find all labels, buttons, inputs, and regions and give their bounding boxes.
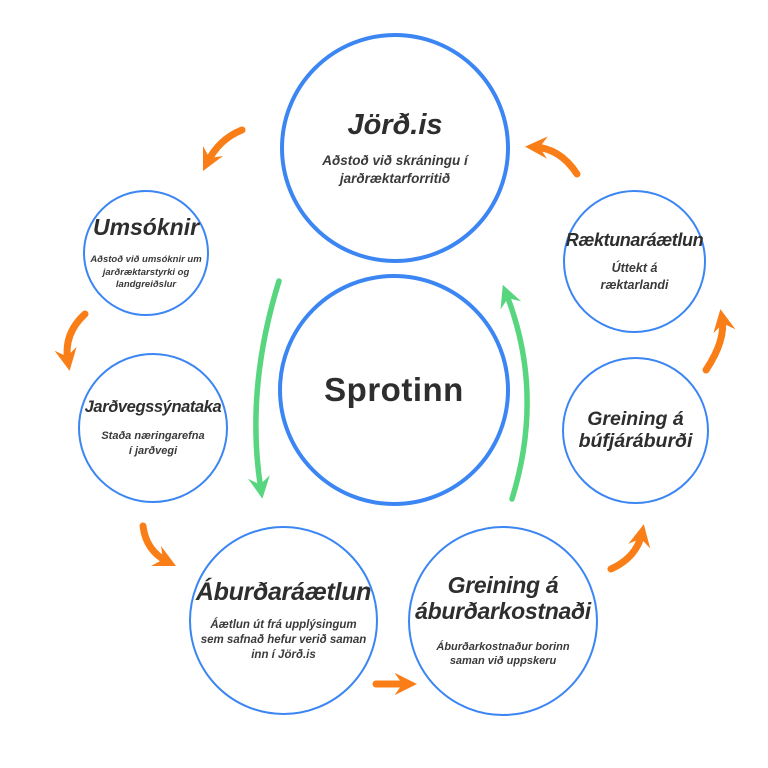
arrow-cycle-left-icon: [248, 278, 282, 499]
node-raektunaraaetlun-subtitle: Úttekt á ræktarlandi: [600, 261, 669, 292]
node-umsoknir: Umsóknir Aðstoð við umsóknir um jarðrækt…: [83, 190, 209, 316]
node-jord-is-subtitle: Aðstoð við skráningu í jarðræktarforriti…: [322, 153, 468, 186]
node-greining-a-bufjaraburdi-title: Greining á búfjáráburði: [578, 407, 693, 452]
node-raektunaraaetlun: Ræktunaráætlun Úttekt á ræktarlandi: [563, 190, 706, 333]
node-greining-a-aburdarkostnadi: Greining á áburðarkostnaði Áburðarkostna…: [408, 526, 598, 716]
arrow-jord-to-umsoknir-icon: [202, 126, 246, 172]
node-umsoknir-subtitle: Aðstoð við umsóknir um jarðræktarstyrki …: [90, 254, 202, 291]
node-aburdaraaetlun: Áburðaráætlun Áætlun út frá upplýsingum …: [189, 526, 378, 715]
node-greining-a-aburdarkostnadi-title: Greining á áburðarkostnaði: [415, 572, 591, 625]
node-sprotinn-title: Sprotinn: [324, 370, 464, 408]
arrow-bufjar-to-raektunaraaetlun-icon: [702, 309, 736, 374]
node-raektunaraaetlun-title: Ræktunaráætlun: [565, 230, 704, 251]
node-aburdaraaetlun-subtitle: Áætlun út frá upplýsingum sem safnað hef…: [200, 619, 367, 661]
arrow-jardvegssynataka-to-aburdaraaetlun-icon: [139, 522, 177, 567]
node-aburdaraaetlun-title: Áburðaráætlun: [195, 578, 372, 607]
node-jardvegssynataka-subtitle: Staða næringarefna í jarðvegi: [101, 430, 205, 457]
node-umsoknir-title: Umsóknir: [92, 213, 200, 240]
arrow-umsoknir-to-jardvegssynataka-icon: [54, 310, 89, 371]
arrow-cycle-right-icon: [500, 284, 530, 502]
node-jord-is-title: Jörð.is: [347, 108, 443, 141]
node-greining-a-bufjaraburdi: Greining á búfjáráburði: [562, 357, 709, 504]
node-jardvegssynataka-title: Jarðvegssýnataka: [84, 397, 222, 416]
arrow-aburdaraaetlun-to-greining-kostnadur-icon: [372, 672, 417, 696]
node-jord-is: Jörð.is Aðstoð við skráningu í jarðrækta…: [280, 33, 510, 263]
node-greining-a-aburdarkostnadi-subtitle: Áburðarkostnaður borinn saman við uppske…: [436, 640, 570, 668]
arrow-raektunaraaetlun-to-jord-icon: [525, 136, 581, 178]
node-sprotinn-center: Sprotinn: [278, 274, 510, 506]
arrow-greining-kostnadur-to-bufjar-icon: [607, 524, 651, 573]
node-jardvegssynataka: Jarðvegssýnataka Staða næringarefna í ja…: [78, 353, 228, 503]
